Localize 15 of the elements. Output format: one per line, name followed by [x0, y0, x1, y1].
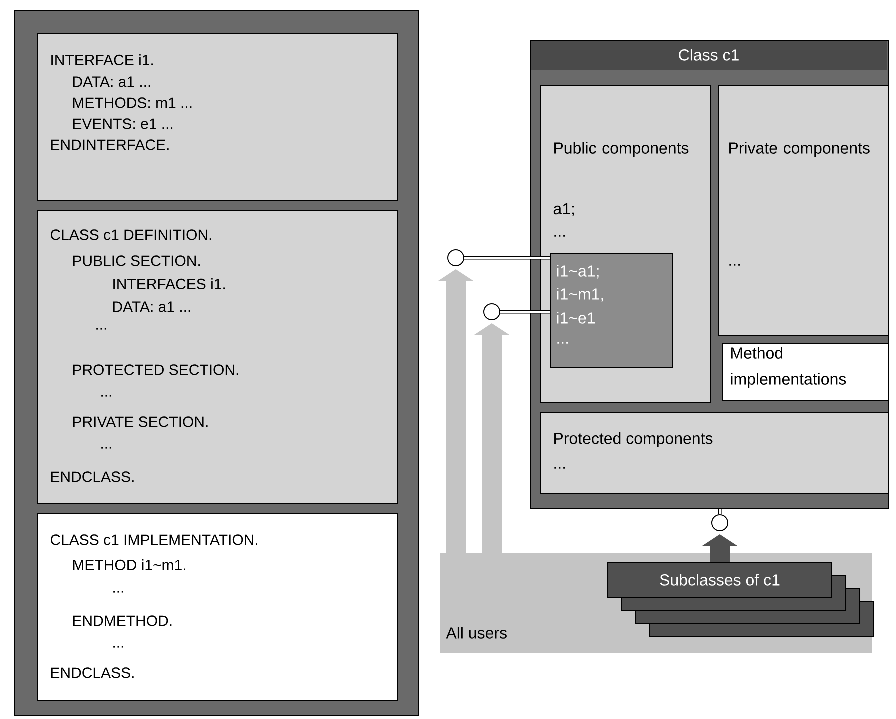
component-box: Protected components ... — [540, 412, 889, 494]
interface-circle — [484, 304, 500, 320]
stacked-box: Subclasses of c1 — [608, 562, 874, 638]
connector-line — [464, 256, 550, 260]
component-box: Private components ... — [718, 85, 889, 336]
connector-line — [718, 509, 722, 514]
code-box: CLASS c1 IMPLEMENTATION. METHOD i1~m1. ... ENDMETHOD. ... ENDCLASS. — [37, 513, 398, 701]
node-label: Subclasses of c1 — [660, 574, 780, 586]
code-box: CLASS c1 DEFINITION. PUBLIC SECTION. INTERFACES i1. DATA: a1 ... ... PROTECTED SECTION. ... PRIVATE SECTION. ... ENDCLASS. — [37, 210, 398, 504]
interface-box: i1~a1; i1~m1, i1~e1 ... — [550, 253, 673, 368]
interface-circle — [448, 250, 464, 266]
connector-line — [500, 310, 550, 314]
code-box: INTERFACE i1. DATA: a1 ... METHODS: m1 ... EVENTS: e1 ... ENDINTERFACE. — [37, 33, 398, 201]
component-box: Method implementations — [722, 343, 889, 401]
interface-circle — [712, 514, 728, 532]
